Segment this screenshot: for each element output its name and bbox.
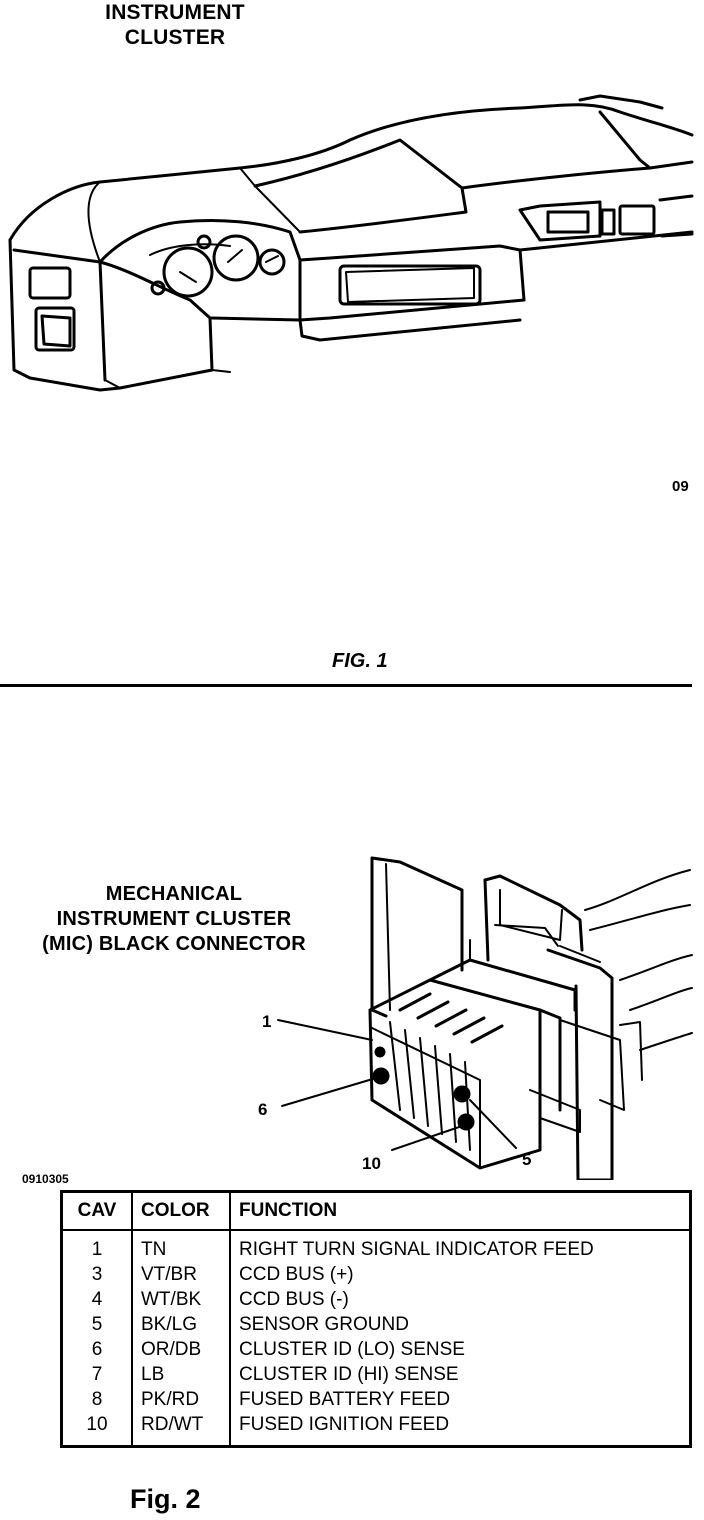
fig1-title: INSTRUMENT CLUSTER <box>60 0 290 50</box>
cell-function: CLUSTER ID (LO) SENSE <box>239 1339 465 1360</box>
table-row: 8 PK/RD FUSED BATTERY FEED <box>61 1387 691 1412</box>
cell-cav: 4 <box>61 1287 133 1312</box>
cell-color: LB <box>132 1362 231 1387</box>
cell-function: SENSOR GROUND <box>239 1314 409 1335</box>
figure-divider <box>0 684 692 687</box>
cell-function: FUSED IGNITION FEED <box>239 1414 450 1435</box>
table-row: 10 RD/WT FUSED IGNITION FEED <box>61 1412 691 1447</box>
table-row: 5 BK/LG SENSOR GROUND <box>61 1312 691 1337</box>
cell-cav: 5 <box>61 1312 133 1337</box>
fig2-title-line1: MECHANICAL <box>105 883 243 905</box>
cell-color: WT/BK <box>132 1287 231 1312</box>
pin-label-10: 10 <box>362 1154 381 1173</box>
cell-color: TN <box>132 1230 231 1262</box>
cell-cav: 1 <box>61 1230 133 1262</box>
fig1-code: 09 <box>672 478 689 495</box>
cell-cav: 6 <box>61 1337 133 1362</box>
cell-function: CLUSTER ID (HI) SENSE <box>239 1364 459 1385</box>
cell-function: RIGHT TURN SIGNAL INDICATOR FEED <box>239 1239 594 1260</box>
table-row: 6 OR/DB CLUSTER ID (LO) SENSE <box>61 1337 691 1362</box>
header-function: FUNCTION <box>230 1191 691 1231</box>
cell-function: CCD BUS (+) <box>239 1264 354 1285</box>
cell-function: CCD BUS (-) <box>239 1289 349 1310</box>
instrument-panel-drawing <box>8 94 694 392</box>
table-row: 3 VT/BR CCD BUS (+) <box>61 1262 691 1287</box>
table-header-row: CAV COLOR FUNCTION <box>61 1191 691 1231</box>
fig1-title-line2: CLUSTER <box>124 26 226 49</box>
table-row: 7 LB CLUSTER ID (HI) SENSE <box>61 1362 691 1387</box>
header-color: COLOR <box>132 1191 231 1231</box>
fig2-caption: Fig. 2 <box>130 1484 201 1514</box>
connector-drawing <box>277 856 693 1180</box>
fig2-title-line3: (MIC) BLACK CONNECTOR <box>42 933 306 955</box>
cell-color: OR/DB <box>132 1337 231 1362</box>
fig1-caption: FIG. 1 <box>332 650 388 672</box>
pin-function-table: CAV COLOR FUNCTION 1 TN RIGHT TURN SIGNA… <box>60 1190 692 1448</box>
pin-label-5: 5 <box>522 1150 532 1169</box>
cell-cav: 3 <box>61 1262 133 1287</box>
fig2-title: MECHANICAL INSTRUMENT CLUSTER (MIC) BLAC… <box>24 882 324 957</box>
fig2-code: 0910305 <box>22 1172 69 1186</box>
cell-cav: 7 <box>61 1362 133 1387</box>
cell-cav: 10 <box>61 1412 133 1447</box>
table-row: 4 WT/BK CCD BUS (-) <box>61 1287 691 1312</box>
cell-function: FUSED BATTERY FEED <box>239 1389 451 1410</box>
pin-label-1: 1 <box>262 1012 272 1031</box>
cell-color: VT/BR <box>132 1262 231 1287</box>
fig1-title-line1: INSTRUMENT <box>105 1 245 24</box>
cell-color: RD/WT <box>132 1412 231 1447</box>
fig2-title-line2: INSTRUMENT CLUSTER <box>56 908 292 930</box>
table-row: 1 TN RIGHT TURN SIGNAL INDICATOR FEED <box>61 1230 691 1262</box>
header-cav: CAV <box>61 1191 133 1231</box>
cell-color: BK/LG <box>132 1312 231 1337</box>
pin-label-6: 6 <box>258 1100 268 1119</box>
cell-cav: 8 <box>61 1387 133 1412</box>
cell-color: PK/RD <box>132 1387 231 1412</box>
